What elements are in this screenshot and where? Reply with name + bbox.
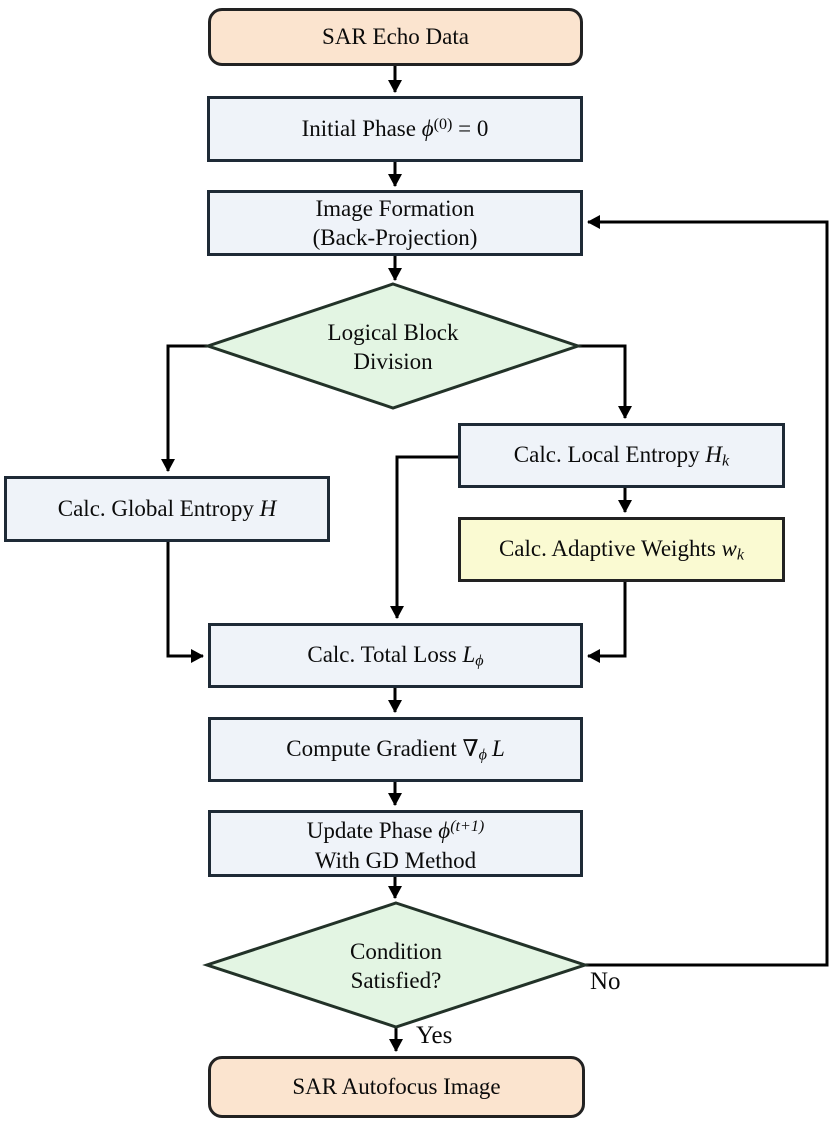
decision-condition-satisfied bbox=[202, 901, 590, 1029]
edge-division-to-local bbox=[578, 344, 632, 419]
node-update-phase: Update Phase ϕ(t+1) With GD Method bbox=[208, 810, 583, 877]
edge-weights-to-loss bbox=[587, 582, 627, 663]
node-sar-echo-data: SAR Echo Data bbox=[208, 8, 583, 66]
decision-label-logical-block-division: Logical Block Division bbox=[327, 320, 459, 374]
node-calc-global-entropy: Calc. Global Entropy H bbox=[4, 476, 330, 542]
edge-label-yes: Yes bbox=[416, 1022, 453, 1049]
edge-label-no: No bbox=[590, 968, 621, 995]
decision-label-condition-satisfied: Condition Satisfied? bbox=[349, 939, 442, 993]
node-image-formation: Image Formation (Back-Projection) bbox=[207, 190, 583, 256]
edge-local-to-loss bbox=[390, 455, 458, 619]
node-label: Calc. Total Loss Lϕ bbox=[307, 641, 484, 670]
node-label: Image Formation (Back-Projection) bbox=[312, 196, 478, 250]
decision-logical-block-division bbox=[203, 282, 583, 410]
node-label: Calc. Global Entropy H bbox=[57, 496, 277, 522]
edge-condition-no-to-formation bbox=[585, 215, 829, 967]
node-initial-phase: Initial Phase ϕ(0) = 0 bbox=[207, 96, 583, 162]
node-label: SAR Autofocus Image bbox=[292, 1074, 501, 1100]
edge-global-to-loss bbox=[166, 542, 204, 663]
node-label: Initial Phase ϕ(0) = 0 bbox=[301, 116, 489, 142]
node-calc-adaptive-weights: Calc. Adaptive Weights wk bbox=[458, 517, 785, 582]
edge-division-to-global bbox=[161, 344, 208, 472]
node-sar-autofocus-image: SAR Autofocus Image bbox=[208, 1056, 585, 1118]
node-label: SAR Echo Data bbox=[322, 24, 469, 50]
node-label: Calc. Local Entropy Hk bbox=[513, 441, 730, 470]
node-calc-total-loss: Calc. Total Loss Lϕ bbox=[208, 623, 583, 688]
node-label: Calc. Adaptive Weights wk bbox=[498, 535, 745, 564]
node-label: Update Phase ϕ(t+1) With GD Method bbox=[306, 818, 485, 873]
node-calc-local-entropy: Calc. Local Entropy Hk bbox=[458, 423, 785, 488]
